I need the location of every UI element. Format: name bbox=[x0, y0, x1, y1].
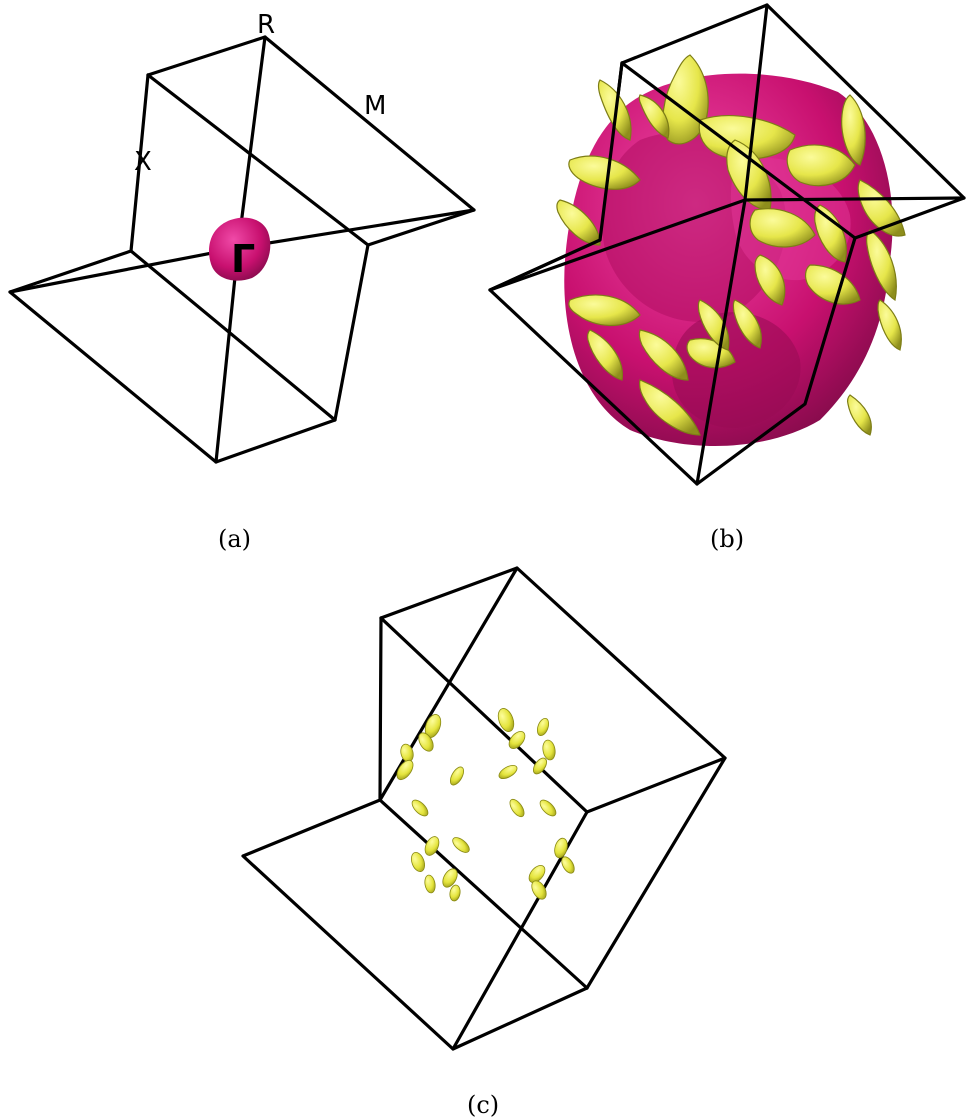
pocket bbox=[498, 764, 518, 780]
pocket bbox=[411, 851, 425, 873]
caption-c: (c) bbox=[467, 1091, 499, 1119]
pocket bbox=[424, 874, 436, 894]
point-label-M: M bbox=[364, 91, 386, 121]
pocket bbox=[508, 731, 526, 749]
gamma-pocket-surface bbox=[208, 217, 271, 281]
point-label-R: R bbox=[257, 10, 275, 40]
pocket bbox=[542, 739, 556, 761]
pocket bbox=[442, 868, 458, 888]
point-label-X: X bbox=[134, 147, 152, 177]
caption-b: (b) bbox=[710, 525, 744, 553]
brillouin-zone-cube-c bbox=[241, 566, 727, 1051]
pocket bbox=[528, 865, 546, 883]
pocket bbox=[536, 717, 550, 737]
brillouin-zone-cube-b bbox=[488, 3, 966, 486]
pocket bbox=[452, 837, 470, 853]
point-label-gamma: Γ bbox=[231, 237, 255, 281]
panel-a: R M X Γ (a) bbox=[8, 10, 476, 553]
pocket bbox=[533, 757, 547, 775]
pocket bbox=[424, 836, 440, 856]
pocket bbox=[531, 880, 547, 900]
panel-b: (b) bbox=[488, 3, 966, 553]
fermi-pockets bbox=[396, 708, 575, 902]
pocket bbox=[449, 766, 465, 786]
pocket bbox=[497, 708, 515, 732]
pocket bbox=[539, 799, 557, 817]
pocket bbox=[411, 799, 429, 817]
pocket bbox=[554, 837, 568, 859]
pocket bbox=[396, 759, 414, 781]
brillouin-zone-cube-a bbox=[8, 35, 476, 464]
caption-a: (a) bbox=[218, 525, 251, 553]
pocket bbox=[449, 884, 461, 902]
pocket bbox=[418, 732, 434, 752]
pocket bbox=[509, 798, 525, 818]
pocket bbox=[561, 856, 575, 874]
panel-c: (c) bbox=[241, 566, 727, 1119]
